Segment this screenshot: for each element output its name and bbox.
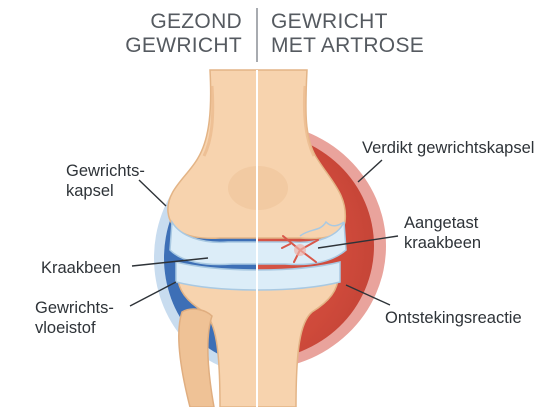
label-joint-capsule-line2: kapsel xyxy=(66,181,145,201)
label-thickened-capsule: Verdikt gewrichtskapsel xyxy=(362,138,534,158)
label-joint-capsule-line1: Gewrichts- xyxy=(66,161,145,181)
label-damaged-cartilage: Aangetast kraakbeen xyxy=(404,213,481,253)
label-inflammation: Ontstekingsreactie xyxy=(385,308,522,328)
label-damaged-cartilage-line1: Aangetast xyxy=(404,213,481,233)
label-joint-capsule: Gewrichts- kapsel xyxy=(66,161,145,201)
label-cartilage: Kraakbeen xyxy=(41,258,121,278)
fibula-bone xyxy=(179,309,214,407)
label-joint-fluid-line1: Gewrichts- xyxy=(35,298,114,318)
leader-thick-capsule xyxy=(358,160,382,182)
label-damaged-cartilage-line2: kraakbeen xyxy=(404,233,481,253)
label-joint-fluid-line2: vloeistof xyxy=(35,318,114,338)
label-joint-fluid: Gewrichts- vloeistof xyxy=(35,298,114,338)
